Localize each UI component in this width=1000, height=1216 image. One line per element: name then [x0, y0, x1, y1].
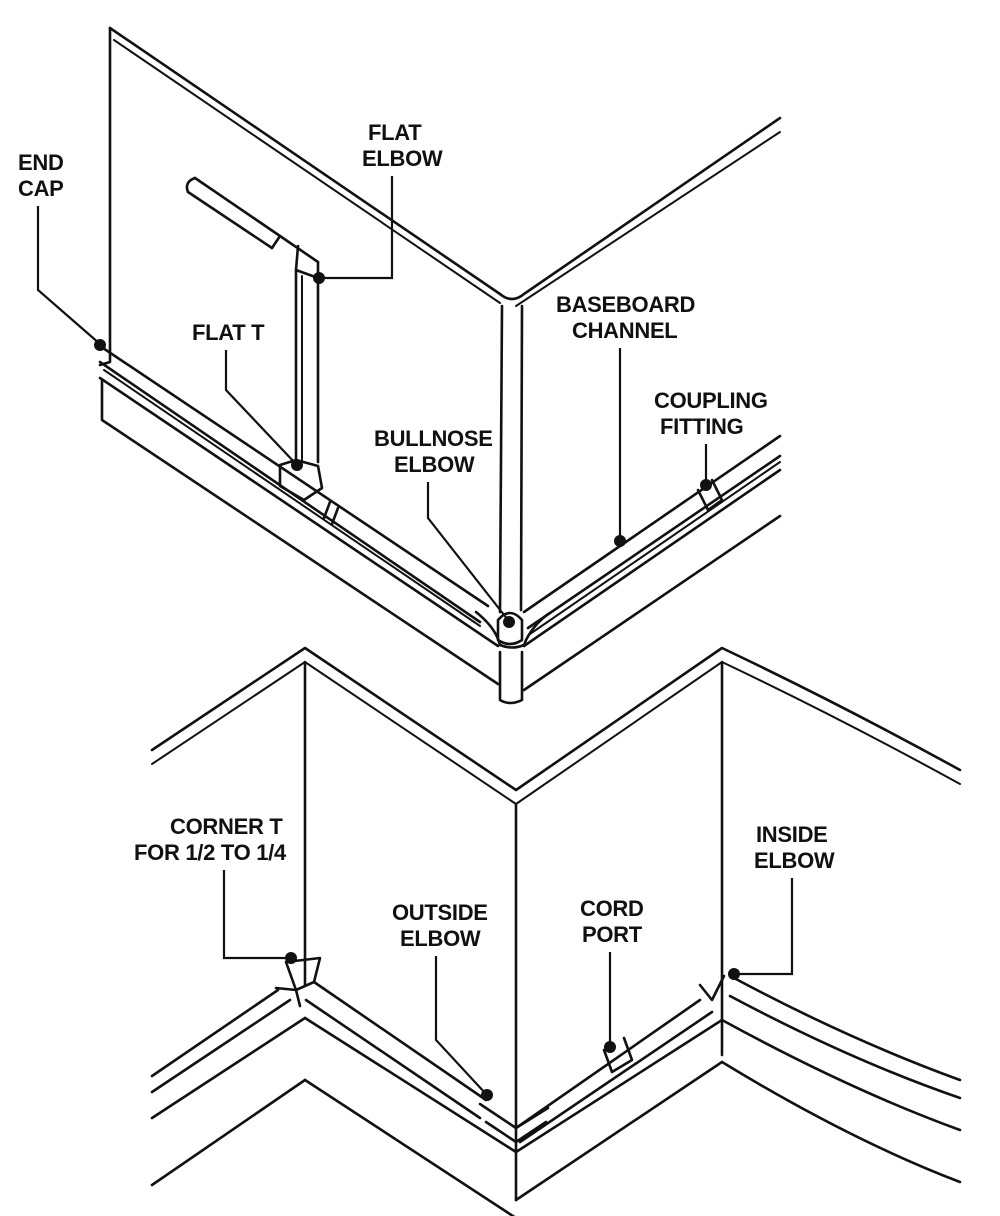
right-baseboard-bottom	[522, 514, 782, 692]
corner-t-marker	[285, 952, 297, 964]
right-wall-top-edge-inner	[515, 131, 781, 307]
outside-elbow-marker	[481, 1089, 493, 1101]
right-wall-top-edge	[498, 116, 782, 301]
bullnose-elbow-cap	[496, 611, 524, 646]
middle-channel-top	[312, 980, 488, 1102]
coupling-fitting-label-line1: COUPLING	[654, 388, 768, 413]
flat-elbow-horizontal-run-bottom	[186, 190, 274, 250]
flat-t-marker	[291, 459, 303, 471]
baseboard-channel-marker	[614, 535, 626, 547]
inside-elbow-label-line1: INSIDE	[756, 822, 828, 847]
outside-elbow-label-line1: OUTSIDE	[392, 900, 488, 925]
left-channel-lip	[103, 369, 481, 627]
bullnose-elbow-label-line1: BULLNOSE	[374, 426, 493, 451]
corner-t-leader	[222, 870, 290, 960]
right-baseboard	[720, 1018, 962, 1184]
corner-edge-left	[498, 304, 504, 614]
left-segment-channel	[150, 988, 292, 1094]
outside-elbow-leader	[434, 956, 487, 1095]
inside-elbow-leader	[736, 878, 794, 976]
inside-elbow-label-line2: ELBOW	[754, 848, 835, 873]
end-cap-label-line1: END	[18, 150, 64, 175]
callout-flat-t: FLAT T	[192, 320, 303, 471]
left-baseboard-bottom	[100, 378, 500, 686]
end-cap-marker	[94, 339, 106, 351]
flat-elbow-label-line1: FLAT	[368, 120, 422, 145]
vertical-channel	[294, 268, 320, 464]
left-segment-baseboard	[150, 1016, 307, 1187]
baseboard-channel-label-line1: BASEBOARD	[556, 292, 695, 317]
callout-end-cap: END CAP	[18, 150, 106, 351]
left-channel-top	[98, 344, 490, 608]
middle-channel-bottom	[304, 998, 482, 1120]
flat-t-label: FLAT T	[192, 320, 265, 345]
callout-baseboard-channel: BASEBOARD CHANNEL	[556, 292, 695, 547]
coupling-fitting-label-line2: FITTING	[660, 414, 743, 439]
callout-coupling-fitting: COUPLING FITTING	[654, 388, 768, 491]
right-channel-lip	[529, 461, 781, 635]
left-wall-top-edge-inner	[113, 39, 501, 304]
right-baseboard-top	[522, 468, 782, 648]
corner-t-label-line2: FOR 1/2 TO 1/4	[134, 840, 287, 865]
callout-flat-elbow: FLAT ELBOW	[313, 120, 443, 284]
coupling-fitting-shape	[696, 478, 724, 512]
corner-t-joint	[274, 986, 302, 1008]
end-cap-label-line2: CAP	[18, 176, 64, 201]
left-channel-joint	[322, 500, 340, 526]
callout-corner-t: CORNER T FOR 1/2 TO 1/4	[134, 814, 297, 964]
cord-port-marker	[604, 1041, 616, 1053]
left-baseboard-top	[98, 376, 500, 648]
right-channel-bottom	[526, 454, 782, 630]
bullnose-elbow-marker	[503, 616, 515, 628]
baseboard-channel-label-line2: CHANNEL	[572, 318, 677, 343]
bullnose-elbow-label-line2: ELBOW	[394, 452, 475, 477]
callout-outside-elbow: OUTSIDE ELBOW	[392, 900, 493, 1101]
bullnose-elbow-fitting	[474, 610, 550, 649]
cord-port-fitting	[602, 1036, 634, 1074]
left-channel-bottom	[98, 360, 482, 624]
right-channel-top	[522, 434, 782, 614]
flat-elbow-leader	[322, 176, 394, 280]
inside-elbow-joint	[698, 974, 726, 1002]
right-channel-bottom	[728, 994, 962, 1100]
inside-elbow-marker	[728, 968, 740, 980]
end-cap-leader	[36, 206, 101, 345]
outside-elbow-label-line2: ELBOW	[400, 926, 481, 951]
corner-edge-right	[519, 304, 524, 612]
bottom-ceiling-edge-inner	[151, 661, 961, 805]
bottom-wall-corners-illustration	[150, 646, 962, 1216]
channel-end	[185, 176, 197, 194]
bottom-ceiling-edge	[150, 646, 962, 792]
callout-inside-elbow: INSIDE ELBOW	[728, 822, 835, 980]
middle-baseboard	[303, 1016, 518, 1216]
left-wall-top-edge	[108, 26, 502, 296]
cord-port-label-line1: CORD	[580, 896, 644, 921]
flat-elbow-marker	[313, 272, 325, 284]
right-channel-top	[732, 976, 962, 1082]
flat-elbow-label-line2: ELBOW	[362, 146, 443, 171]
callout-bullnose-elbow: BULLNOSE ELBOW	[374, 426, 515, 628]
left-wall-edge	[98, 26, 112, 367]
coupling-fitting-marker	[700, 479, 712, 491]
flat-t-leader	[224, 350, 297, 465]
flat-elbow-horizontal-run-top	[193, 176, 320, 264]
callout-cord-port: CORD PORT	[580, 896, 644, 1053]
corner-t-label-line1: CORNER T	[170, 814, 283, 839]
right-middle-baseboard	[514, 1018, 724, 1202]
bullnose-elbow-leader	[426, 482, 509, 621]
baseboard-corner	[498, 650, 524, 705]
top-wall-corner-illustration	[98, 26, 782, 705]
cord-port-label-line2: PORT	[582, 922, 643, 947]
